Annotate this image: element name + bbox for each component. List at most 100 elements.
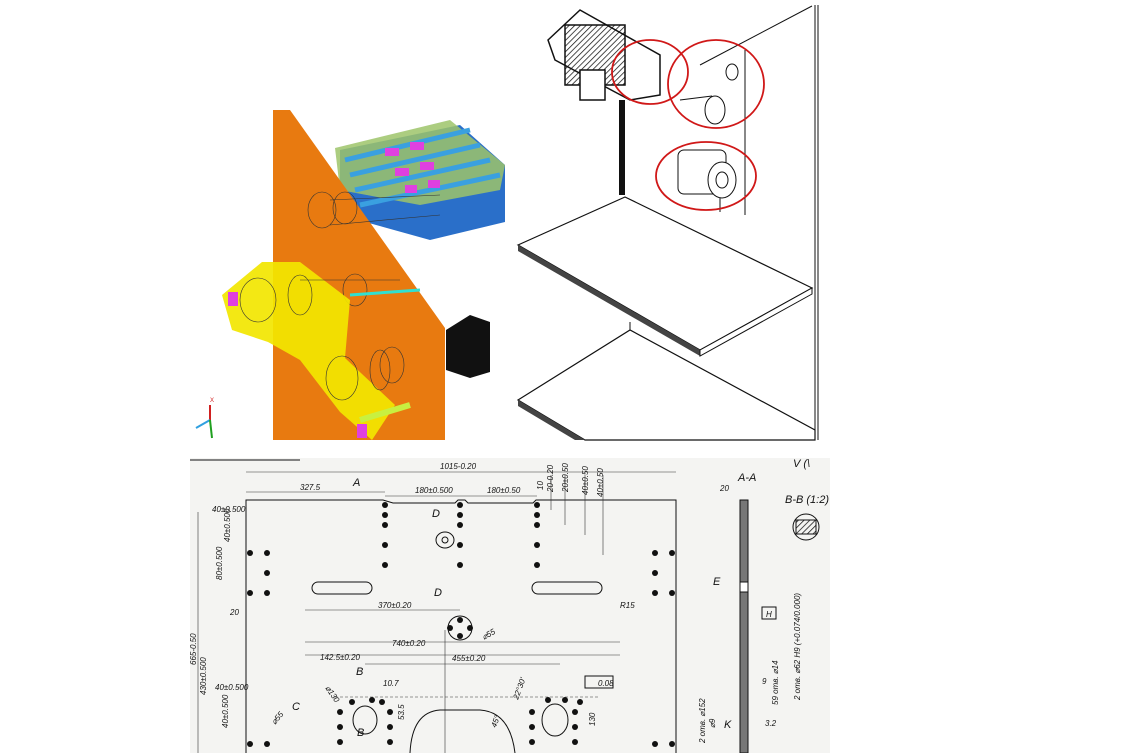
hole xyxy=(247,590,253,596)
hole xyxy=(669,550,675,556)
dimension-label: 1015-0.20 xyxy=(440,462,477,471)
hole xyxy=(337,724,343,730)
dimension-label: 20 xyxy=(229,608,239,617)
hole xyxy=(264,590,270,596)
part-outline xyxy=(245,499,677,753)
dimension-label: 142.5±0.20 xyxy=(320,653,361,662)
dimension-label: 327.5 xyxy=(300,483,321,492)
dimension-label: E xyxy=(713,576,721,588)
dimension-label: 180±0.500 xyxy=(415,486,453,495)
dimension-label: 45° xyxy=(489,713,502,728)
hole xyxy=(529,724,535,730)
hole xyxy=(534,512,540,518)
hole xyxy=(457,522,463,528)
hole xyxy=(349,699,355,705)
hole xyxy=(534,542,540,548)
hole xyxy=(669,741,675,747)
dimension-label: D xyxy=(434,587,442,599)
hole xyxy=(652,570,658,576)
dimension-label: 80±0.500 xyxy=(215,546,224,580)
dimension-label: 20-0.20 xyxy=(546,464,555,493)
dimension-label: B xyxy=(357,727,364,739)
section-a-a xyxy=(584,499,820,753)
hole xyxy=(457,562,463,568)
hole xyxy=(529,739,535,745)
dimension-label: 40±0.50 xyxy=(596,468,605,497)
dimension-label: 40±0.500 xyxy=(212,505,246,514)
hole xyxy=(545,697,551,703)
axis-triad-icon: X xyxy=(195,398,214,439)
hole xyxy=(572,724,578,730)
dimension-label: A-A xyxy=(737,472,756,484)
dimension-label: C xyxy=(292,701,300,713)
hole xyxy=(577,699,583,705)
dimension-label: 40±0.500 xyxy=(221,694,230,728)
hole xyxy=(247,550,253,556)
magenta-bolts xyxy=(228,292,367,438)
isometric-view xyxy=(516,5,819,441)
dimension-label: 20 xyxy=(719,484,729,493)
hole xyxy=(652,741,658,747)
hole xyxy=(534,562,540,568)
hole xyxy=(382,502,388,508)
hole xyxy=(457,617,463,623)
dimension-label: 370±0.20 xyxy=(378,601,412,610)
dimension-lines xyxy=(197,471,676,753)
magenta-parts xyxy=(385,142,440,193)
hole xyxy=(572,709,578,715)
hole xyxy=(264,550,270,556)
shelf-lower xyxy=(516,329,816,441)
dimension-label: 665-0.50 xyxy=(189,633,198,665)
shaft-assembly xyxy=(679,63,739,125)
hole xyxy=(457,542,463,548)
holes xyxy=(247,502,675,747)
dimension-label: 53.5 xyxy=(397,704,406,720)
slot xyxy=(531,581,603,595)
hole xyxy=(457,512,463,518)
dimension-label: H xyxy=(766,610,772,619)
hole xyxy=(247,741,253,747)
highlight-circle xyxy=(655,141,757,211)
dimension-label: 10 xyxy=(536,481,545,490)
hole xyxy=(382,512,388,518)
hole xyxy=(562,697,568,703)
hole xyxy=(457,633,463,639)
dimension-label: R15 xyxy=(620,601,635,610)
hole xyxy=(572,739,578,745)
hole xyxy=(534,502,540,508)
hole xyxy=(382,542,388,548)
black-motor xyxy=(446,315,490,378)
dimension-label: 3.2 xyxy=(765,719,777,728)
dimension-label: B xyxy=(356,666,363,678)
dimension-label: 430±0.500 xyxy=(199,657,208,695)
hole xyxy=(382,522,388,528)
dimension-label: 0.08 xyxy=(598,679,614,688)
dimension-label: A xyxy=(352,477,360,489)
dimension-label: B-B (1:2) xyxy=(785,494,829,506)
arm-wireframe xyxy=(239,274,421,423)
highlight-circle xyxy=(667,39,765,129)
machine-block xyxy=(547,9,661,101)
slot xyxy=(311,581,373,595)
hole xyxy=(369,697,375,703)
hole xyxy=(652,590,658,596)
rails xyxy=(344,127,501,208)
hole xyxy=(379,699,385,705)
shelf-upper xyxy=(516,196,814,357)
dimension-label: 2 отв. ⌀152 xyxy=(698,698,707,744)
dimension-label: 9 xyxy=(762,677,767,686)
cad-3d-view: X xyxy=(195,110,505,440)
slots xyxy=(311,581,603,595)
dimension-label: ⌀9 xyxy=(708,718,717,728)
highlight-circle xyxy=(611,39,689,105)
hole xyxy=(387,724,393,730)
hole xyxy=(529,709,535,715)
large-bores xyxy=(352,531,569,753)
motor-cylinder xyxy=(677,149,737,212)
wireframe-parts xyxy=(307,191,441,384)
dimension-label: 180±0.50 xyxy=(487,486,521,495)
dimension-label: 40±0.500 xyxy=(223,508,232,542)
hole xyxy=(337,709,343,715)
dimension-label: D xyxy=(432,508,440,520)
hole xyxy=(382,562,388,568)
